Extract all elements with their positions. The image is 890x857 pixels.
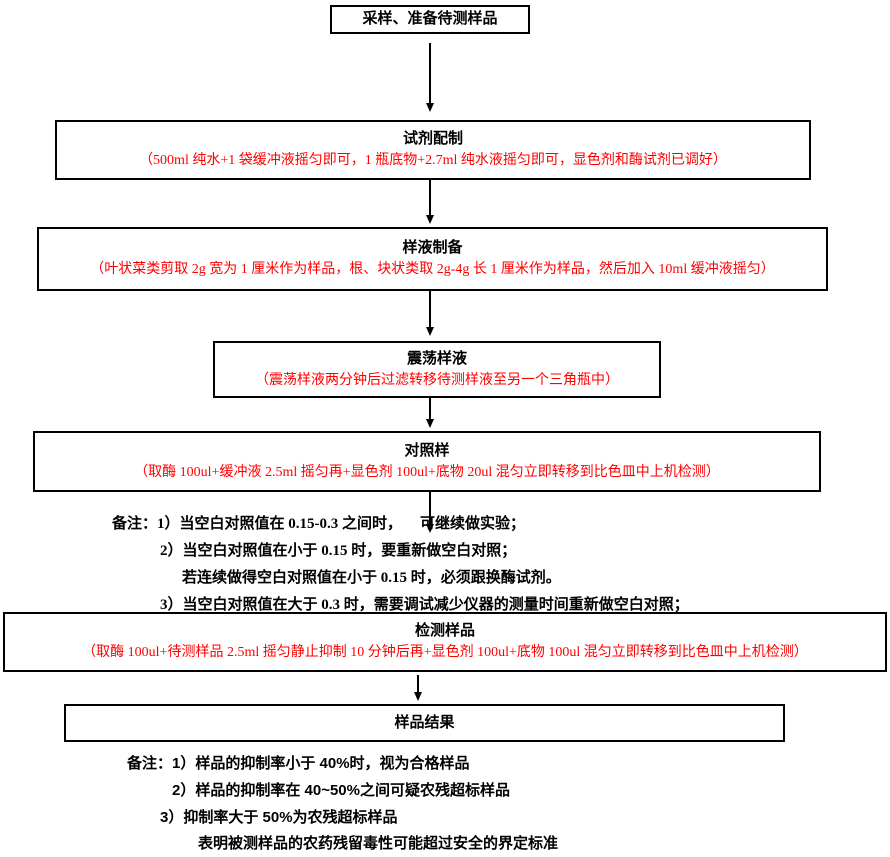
result-remarks-line-4: 表明被测样品的农药残留毒性可能超过安全的界定标准 bbox=[198, 835, 559, 852]
flow-step-test-title: 检测样品 bbox=[414, 623, 475, 639]
flow-arrow-1 bbox=[425, 43, 435, 112]
flow-step-sampling-title: 采样、准备待测样品 bbox=[362, 11, 498, 27]
flow-step-shake-note: （震荡样液两分钟后过滤转移待测样液至另一个三角瓶中） bbox=[255, 372, 619, 388]
control-remarks-prefix: 备注： bbox=[112, 516, 158, 532]
control-remarks-line-1: 备注：1）当空白对照值在 0.15-0.3 之间时， 可继续做实验； bbox=[112, 512, 525, 533]
flow-step-result-title: 样品结果 bbox=[394, 714, 455, 731]
flow-step-test: 检测样品 （取酶 100ul+待测样品 2.5ml 摇匀静止抑制 10 分钟后再… bbox=[3, 612, 887, 672]
control-remarks-item1-post: 可继续做实验； bbox=[420, 516, 526, 532]
result-remarks-line-2: 2）样品的抑制率在 40~50%之间可疑农残超标样品 bbox=[172, 782, 510, 799]
flow-arrow-6 bbox=[413, 675, 423, 701]
arrow-shaft bbox=[429, 398, 431, 419]
flow-arrow-3 bbox=[425, 291, 435, 336]
arrow-shaft bbox=[417, 675, 419, 692]
arrow-shaft bbox=[429, 492, 431, 524]
arrow-down-icon bbox=[426, 327, 434, 336]
flow-step-control-title: 对照样 bbox=[404, 442, 450, 459]
arrow-down-icon bbox=[414, 692, 422, 701]
flow-arrow-5 bbox=[425, 492, 435, 533]
flow-step-reagent-title: 试剂配制 bbox=[402, 131, 463, 147]
arrow-down-icon bbox=[426, 215, 434, 224]
flow-step-control: 对照样 （取酶 100ul+缓冲液 2.5ml 摇匀再+显色剂 100ul+底物… bbox=[33, 431, 821, 492]
result-remarks-line-3: 3）抑制率大于 50%为农残超标样品 bbox=[160, 809, 398, 826]
flow-step-shake-title: 震荡样液 bbox=[406, 350, 467, 367]
flow-step-control-note: （取酶 100ul+缓冲液 2.5ml 摇匀再+显色剂 100ul+底物 20u… bbox=[134, 464, 720, 480]
flow-arrow-2 bbox=[425, 178, 435, 224]
flow-step-sample-prep-note: （叶状菜类剪取 2g 宽为 1 厘米作为样品，根、块状类取 2g-4g 长 1 … bbox=[90, 262, 775, 277]
flow-step-shake: 震荡样液 （震荡样液两分钟后过滤转移待测样液至另一个三角瓶中） bbox=[213, 341, 661, 398]
flow-step-result: 样品结果 bbox=[64, 704, 785, 742]
flow-step-sample-prep: 样液制备 （叶状菜类剪取 2g 宽为 1 厘米作为样品，根、块状类取 2g-4g… bbox=[37, 227, 828, 291]
result-remarks-item1: 1）样品的抑制率小于 40%时，视为合格样品 bbox=[172, 755, 470, 772]
flow-step-sample-prep-title: 样液制备 bbox=[402, 240, 463, 256]
control-remarks-line-2: 2）当空白对照值在小于 0.15 时，要重新做空白对照； bbox=[160, 543, 517, 559]
control-remarks-item1-pre: 1）当空白对照值在 0.15-0.3 之间时， bbox=[157, 516, 403, 532]
arrow-shaft bbox=[429, 291, 431, 327]
flow-step-reagent: 试剂配制 （500ml 纯水+1 袋缓冲液摇匀即可，1 瓶底物+2.7ml 纯水… bbox=[55, 120, 811, 180]
arrow-down-icon bbox=[426, 103, 434, 112]
flow-arrow-4 bbox=[425, 398, 435, 428]
arrow-shaft bbox=[429, 43, 431, 103]
result-remarks-prefix: 备注： bbox=[127, 755, 173, 772]
control-remarks-line-4: 3）当空白对照值在大于 0.3 时，需要调试减少仪器的测量时间重新做空白对照； bbox=[160, 597, 689, 613]
flow-step-test-note: （取酶 100ul+待测样品 2.5ml 摇匀静止抑制 10 分钟后再+显色剂 … bbox=[82, 645, 808, 660]
arrow-down-icon bbox=[426, 419, 434, 428]
arrow-down-icon bbox=[426, 524, 434, 533]
control-remarks-line-3: 若连续做得空白对照值在小于 0.15 时，必须跟换酶试剂。 bbox=[182, 570, 561, 586]
arrow-shaft bbox=[429, 178, 431, 215]
flow-step-sampling: 采样、准备待测样品 bbox=[330, 5, 530, 34]
flow-step-reagent-note: （500ml 纯水+1 袋缓冲液摇匀即可，1 瓶底物+2.7ml 纯水液摇匀即可… bbox=[139, 153, 727, 168]
result-remarks-line-1: 备注：1）样品的抑制率小于 40%时，视为合格样品 bbox=[127, 752, 470, 773]
